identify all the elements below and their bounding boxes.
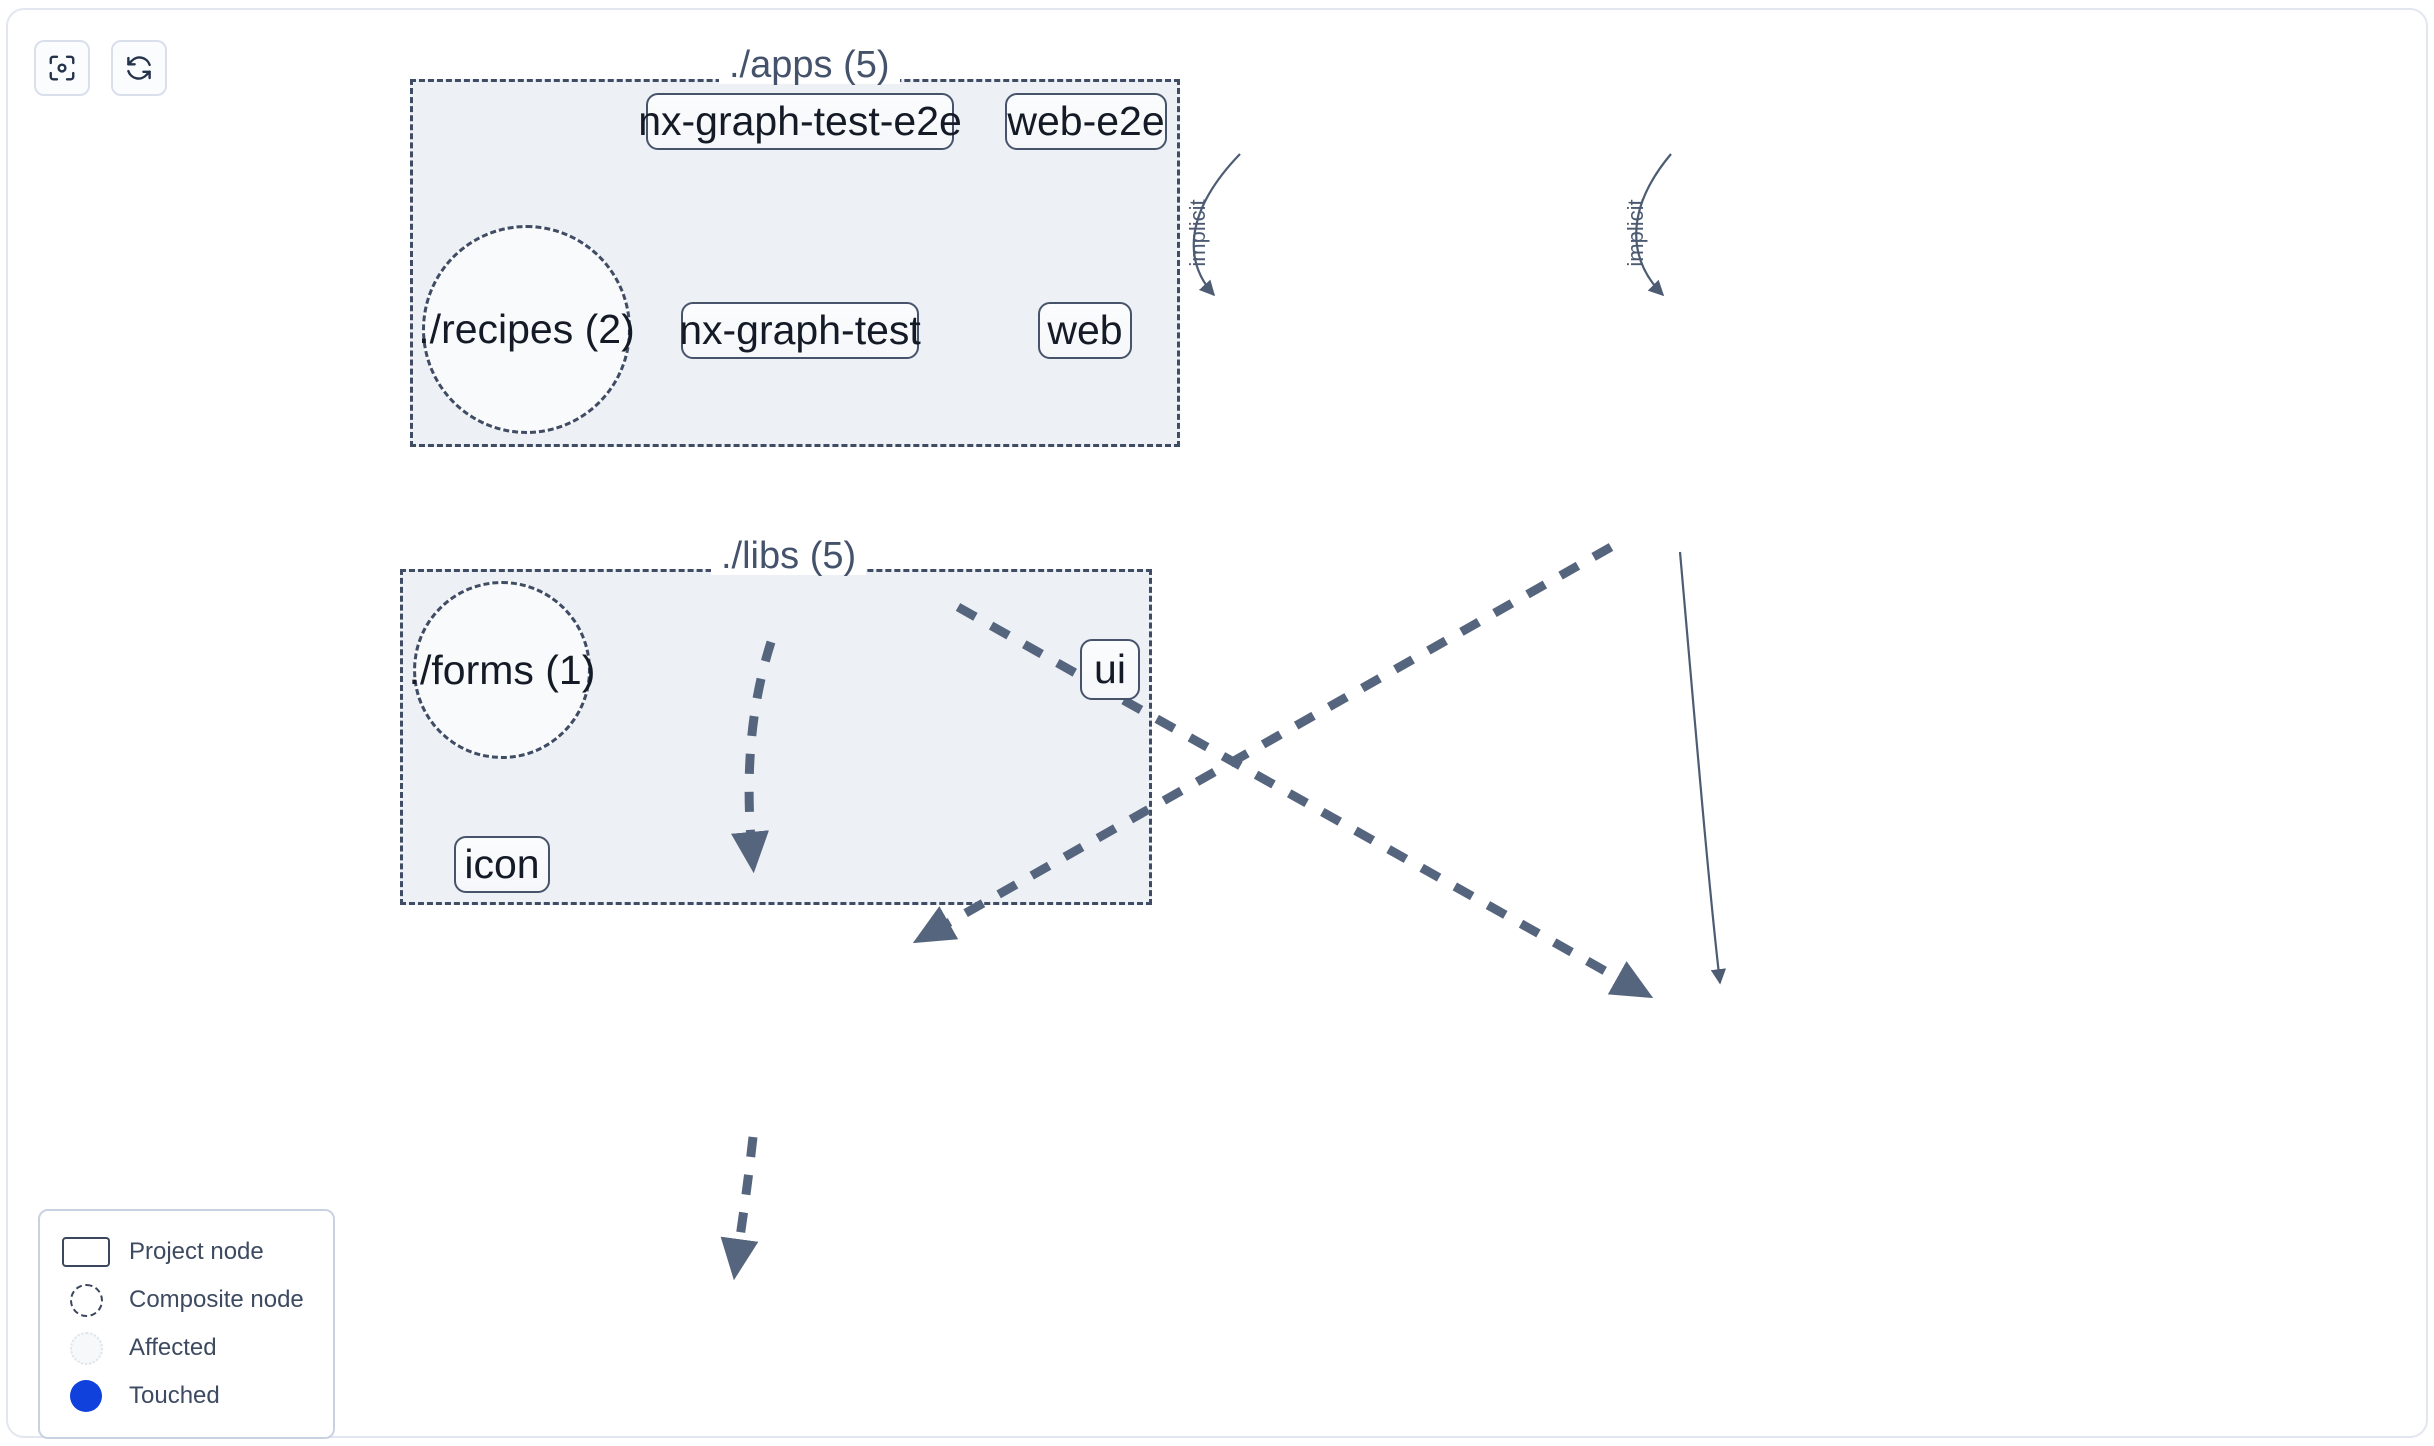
node-ui[interactable]: ui — [1080, 639, 1140, 700]
edge-layer — [720, 153, 1727, 1281]
node-web-e2e[interactable]: web-e2e — [1005, 93, 1167, 150]
legend-item-touched: Touched — [62, 1372, 313, 1420]
node-forms[interactable]: ./forms (1) — [409, 581, 595, 759]
edge-label-implicit-nx-graph-test: implicit — [1185, 199, 1210, 267]
node-label: ./forms (1) — [408, 646, 596, 693]
viewfinder-focus-icon — [47, 53, 77, 83]
node-label: web — [1047, 307, 1123, 353]
focus-graph-button[interactable] — [34, 40, 90, 96]
node-label: nx-graph-test — [679, 307, 921, 353]
node-label: nx-graph-test-e2e — [638, 98, 962, 144]
node-recipes[interactable]: ./recipes (2) — [418, 225, 635, 434]
graph-card: ./apps (5) ./libs (5) — [6, 8, 2428, 1439]
node-icon[interactable]: icon — [454, 836, 550, 893]
node-nx-graph-test[interactable]: nx-graph-test — [679, 302, 921, 359]
touched-swatch-icon — [62, 1380, 110, 1412]
affected-swatch-icon — [62, 1331, 110, 1365]
graph-legend: Project node Composite node Affected Tou… — [38, 1209, 335, 1439]
edge-forms-to-icon — [720, 1136, 759, 1281]
refresh-icon — [124, 53, 154, 83]
refresh-graph-button[interactable] — [111, 40, 167, 96]
node-label: ui — [1094, 646, 1126, 692]
node-label: icon — [464, 841, 540, 887]
graph-canvas[interactable]: ./apps (5) ./libs (5) — [8, 10, 2426, 1436]
group-label-apps: ./apps (5) — [719, 46, 900, 84]
node-label: ./recipes (2) — [418, 306, 635, 352]
node-web[interactable]: web — [1038, 302, 1132, 359]
node-label: web-e2e — [1007, 98, 1165, 144]
group-label-libs: ./libs (5) — [711, 537, 867, 575]
composite-node-swatch-icon — [62, 1283, 110, 1317]
project-node-swatch-icon — [62, 1237, 110, 1267]
edge-label-implicit-web: implicit — [1623, 199, 1648, 267]
legend-item-affected: Affected — [62, 1324, 313, 1372]
legend-item-composite-node: Composite node — [62, 1276, 313, 1324]
legend-label: Project node — [129, 1238, 264, 1265]
legend-label: Composite node — [129, 1286, 304, 1313]
legend-item-project-node: Project node — [62, 1228, 313, 1276]
edge-web-to-ui — [1678, 551, 1727, 985]
legend-label: Touched — [129, 1382, 220, 1409]
legend-label: Affected — [129, 1334, 217, 1361]
graph-toolbar — [34, 40, 167, 96]
node-nx-graph-test-e2e[interactable]: nx-graph-test-e2e — [638, 93, 962, 150]
